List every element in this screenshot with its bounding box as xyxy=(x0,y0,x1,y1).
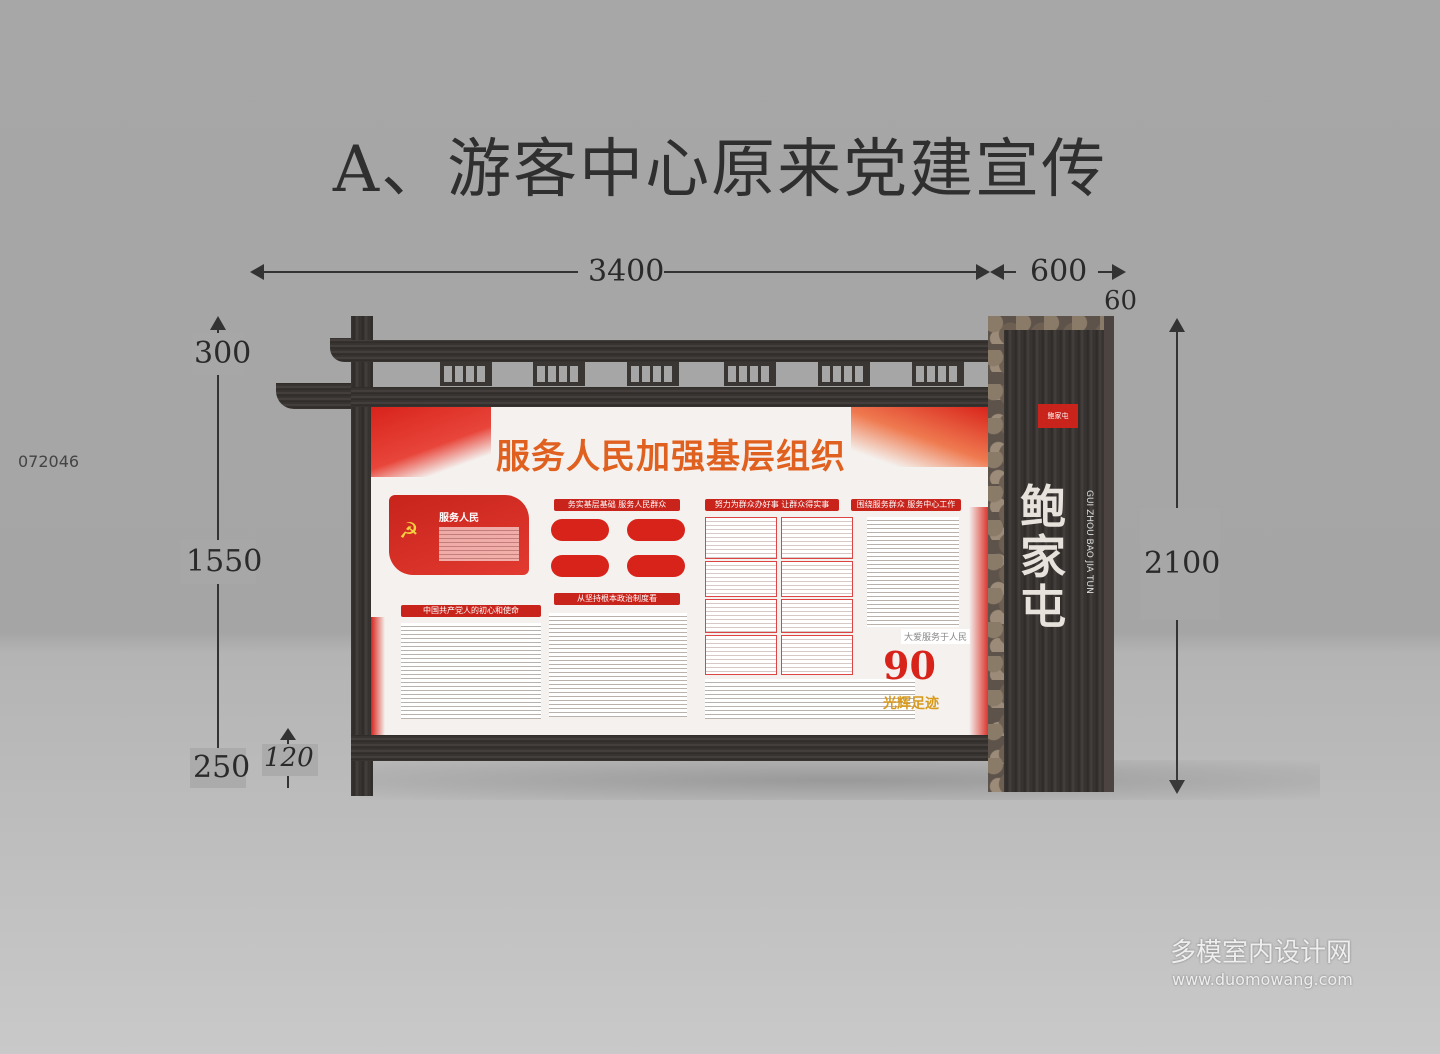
section-header: 中国共产党人的初心和使命 xyxy=(401,605,541,617)
page-title: A、游客中心原来党建宣传 xyxy=(332,133,1108,207)
dim-line-pillar-a xyxy=(1000,271,1016,273)
arrow-up-icon xyxy=(280,728,296,740)
arrow-down-icon xyxy=(1169,780,1185,794)
flag-body-text xyxy=(439,527,519,561)
dim-width-main: 3400 xyxy=(588,254,665,289)
red-pill xyxy=(551,555,609,577)
section-header: 从坚持根本政治制度看 xyxy=(554,593,680,605)
fret-ornament xyxy=(724,362,776,386)
info-box xyxy=(705,517,777,559)
dim-top-height: 300 xyxy=(194,336,252,371)
info-box xyxy=(781,561,853,597)
section-text xyxy=(705,679,915,719)
poster-panel: 服务人民加强基层组织 ☭ 服务人民 中国共产党人的初心和使命 务实基层基础 服务… xyxy=(371,407,990,735)
dim-line-pillar-b xyxy=(1098,271,1114,273)
dim-pillar-thickness: 60 xyxy=(1104,286,1138,316)
red-pill xyxy=(627,519,685,541)
arrow-up-icon xyxy=(210,316,226,330)
dim-board-height: 1550 xyxy=(186,544,263,579)
red-pill xyxy=(551,519,609,541)
dim-line-left xyxy=(252,271,578,273)
poster-headline: 服务人民加强基层组织 xyxy=(496,437,846,477)
arrow-left-icon xyxy=(990,264,1004,280)
info-box xyxy=(705,599,777,633)
section-header: 努力为群众办好事 让群众得实事 xyxy=(705,499,839,511)
pillar-edge xyxy=(1104,316,1114,792)
arrow-right-icon xyxy=(1112,264,1126,280)
flag-text: 服务人民 xyxy=(439,513,479,524)
badge-number: 90 xyxy=(883,643,936,688)
hammer-sickle-icon: ☭ xyxy=(399,519,419,544)
section-header: 围绕服务群众 服务中心工作 xyxy=(851,499,961,511)
arrow-up-icon xyxy=(1169,318,1185,332)
arrow-right-icon xyxy=(976,264,990,280)
badge-text: 大爱服务于人民 xyxy=(901,629,971,644)
red-side-decoration xyxy=(371,617,385,735)
image-code: 072046 xyxy=(18,452,80,471)
info-box xyxy=(705,561,777,597)
section-text xyxy=(549,613,687,717)
watermark-cn: 多模室内设计网 xyxy=(1170,938,1353,968)
panel-top-beam xyxy=(351,387,991,407)
section-text xyxy=(401,623,541,719)
bottom-beam xyxy=(351,735,991,761)
dim-total-height: 2100 xyxy=(1144,546,1221,581)
info-box xyxy=(781,635,853,675)
info-box xyxy=(781,599,853,633)
fret-ornament xyxy=(533,362,585,386)
pillar-pinyin: GUI ZHOU BAO JIA TUN xyxy=(1084,490,1094,594)
fret-ornament xyxy=(818,362,870,386)
watermark-url: www.duomowang.com xyxy=(1172,970,1353,989)
party-flag: ☭ 服务人民 xyxy=(389,495,529,575)
info-box xyxy=(781,517,853,559)
dim-width-pillar: 600 xyxy=(1030,254,1088,289)
left-post xyxy=(351,316,373,796)
red-side-decoration-right xyxy=(969,507,990,735)
ground-shadow xyxy=(360,760,1320,800)
badge-caption: 光辉足迹 xyxy=(883,696,939,712)
pillar-name: 鲍家屯 xyxy=(1020,480,1066,634)
section-text xyxy=(867,517,959,627)
fret-ornament xyxy=(440,362,492,386)
red-banner-right xyxy=(851,407,990,467)
section-header: 务实基层基础 服务人民群众 xyxy=(554,499,680,511)
dim-bottom-height: 250 xyxy=(193,750,251,785)
red-pill xyxy=(627,555,685,577)
brand-logo-text: 鲍家屯 xyxy=(1047,412,1069,420)
top-beam xyxy=(351,340,991,362)
fret-ornament xyxy=(627,362,679,386)
brand-logo: 鲍家屯 xyxy=(1038,404,1078,428)
dim-leg-height: 120 xyxy=(264,743,314,773)
pillar-wood-panel: 鲍家屯 鲍家屯 GUI ZHOU BAO JIA TUN xyxy=(1004,330,1114,792)
fret-ornament xyxy=(912,362,964,386)
info-box xyxy=(705,635,777,675)
dim-line-mid xyxy=(664,271,978,273)
arrow-left-icon xyxy=(250,264,264,280)
red-banner xyxy=(371,407,491,477)
